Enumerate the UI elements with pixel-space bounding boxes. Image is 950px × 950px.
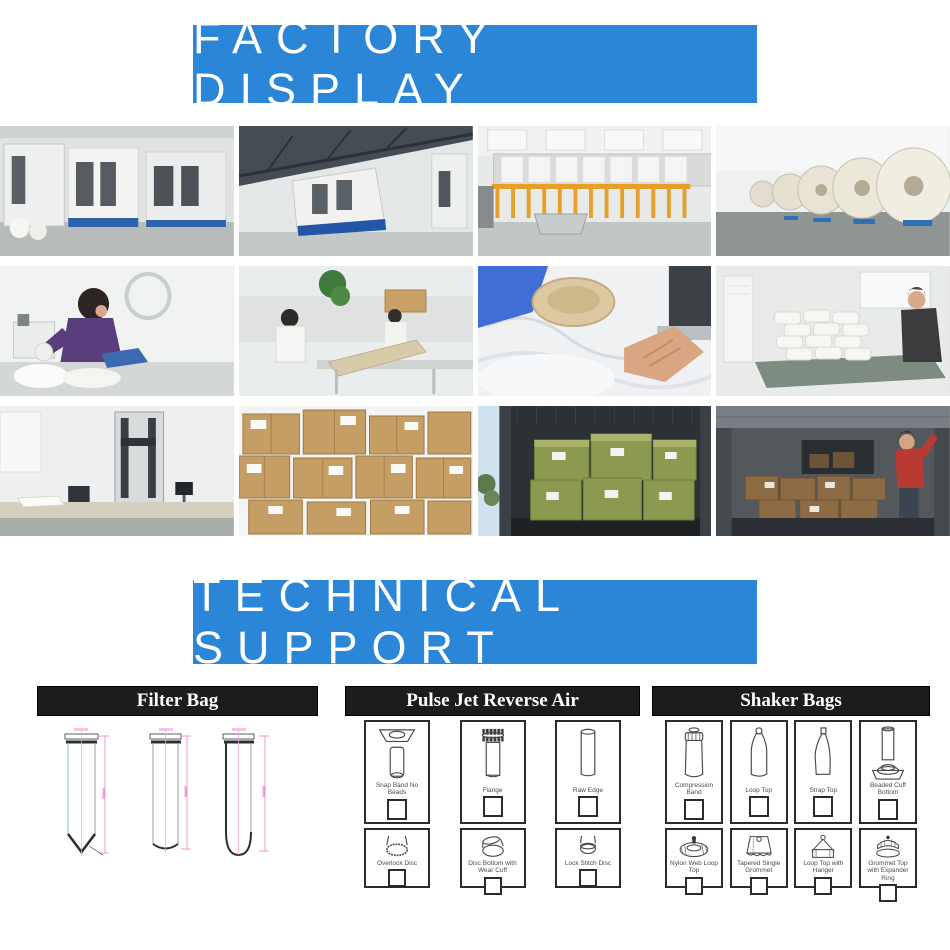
option-label: Lock Stitch Disc xyxy=(564,860,612,867)
grommet-top-expander-ring-diagram xyxy=(876,835,900,858)
drawing-pointed-bottom-bag xyxy=(64,728,109,856)
overlock-disc-diagram xyxy=(385,835,409,857)
option-lock-stitch-disc: Lock Stitch Disc xyxy=(555,828,621,888)
option-beaded-cuff-bottom: Beaded Cuff Bottom xyxy=(858,720,917,824)
option-checkbox xyxy=(483,876,502,895)
option-checkbox xyxy=(685,876,703,895)
option-loop-top: Loop Top xyxy=(729,720,788,824)
option-label: Flange xyxy=(482,786,503,794)
option-label: Grommet Top with Expander Ring xyxy=(867,860,909,882)
option-snap-band-no-beads: Snap Band No Beads xyxy=(364,720,430,824)
photo-testing-lab xyxy=(0,406,234,536)
factory-display-banner: FACTORY DISPLAY xyxy=(193,12,757,115)
strap-top-diagram xyxy=(814,727,832,775)
option-grommet-top-expander-ring: Grommet Top with Expander Ring xyxy=(858,828,917,903)
photo-container-green-bales xyxy=(477,406,712,536)
raw-edge-diagram xyxy=(580,728,596,777)
option-checkbox xyxy=(749,876,768,895)
factory-display-title: FACTORY DISPLAY xyxy=(193,12,502,115)
photo-carton-stacks xyxy=(238,406,473,536)
technical-support-banner: TECHNICAL SUPPORT xyxy=(193,570,757,673)
photo-container-loading xyxy=(716,406,950,536)
photo-fabric-rolls xyxy=(716,126,950,256)
shaker-bags-header: Shaker Bags xyxy=(652,686,930,716)
drawing-round-bottom-bag xyxy=(222,728,269,857)
pulse-jet-panel: Pulse Jet Reverse Air Snap Band No Beads xyxy=(345,686,640,895)
filter-bag-title: Filter Bag xyxy=(136,690,219,711)
option-nylon-web-loop-top: Nylon Web Loop Top xyxy=(665,828,723,895)
option-checkbox xyxy=(878,884,897,903)
option-tapered-single-grommet: Tapered Single Grommet xyxy=(729,828,788,895)
compression-band-diagram xyxy=(684,727,704,778)
option-flange: Flange xyxy=(459,720,526,824)
photo-workshop-floor-workers xyxy=(238,266,473,396)
disc-bottom-wear-cuff-diagram xyxy=(481,836,504,857)
option-checkbox xyxy=(748,796,769,817)
option-checkbox xyxy=(578,796,598,817)
option-label: Tapered Single Grommet xyxy=(736,860,781,875)
option-label: Snap Band No Beads xyxy=(375,782,419,797)
factory-photo-grid xyxy=(0,126,950,536)
pulse-jet-title: Pulse Jet Reverse Air xyxy=(406,690,579,711)
filter-bag-technical-drawings xyxy=(64,728,269,857)
option-label: Nylon Web Loop Top xyxy=(670,860,718,875)
option-label: Beaded Cuff Bottom xyxy=(869,782,906,797)
option-checkbox xyxy=(388,869,406,888)
photo-truss-roof-workshop xyxy=(238,126,473,256)
option-loop-top-with-hanger: Loop Top with Hanger xyxy=(794,828,853,895)
option-raw-edge: Raw Edge xyxy=(555,720,621,824)
option-checkbox xyxy=(482,796,503,817)
photo-sewing-closeup xyxy=(477,266,712,396)
photo-seamstress-sewing xyxy=(0,266,234,396)
option-checkbox xyxy=(877,798,898,820)
option-label: Compression Band xyxy=(674,782,714,797)
option-label: Loop Top xyxy=(745,786,772,794)
option-checkbox xyxy=(813,796,834,817)
option-label: Strap Top xyxy=(809,786,838,794)
filter-bag-header: Filter Bag xyxy=(37,686,318,716)
shaker-bags-panel: Shaker Bags Compression Band Loop Top xyxy=(652,686,930,903)
tapered-single-grommet-diagram xyxy=(745,836,772,857)
option-label: Raw Edge xyxy=(573,786,603,794)
pulse-jet-header: Pulse Jet Reverse Air xyxy=(345,686,640,716)
loop-top-diagram xyxy=(750,727,767,777)
option-label: Overlock Disc xyxy=(376,860,418,867)
shaker-bags-title: Shaker Bags xyxy=(740,690,842,711)
option-checkbox xyxy=(387,798,407,820)
filter-bag-panel: Filter Bag xyxy=(37,686,318,891)
drawing-flat-bottom-bag xyxy=(149,728,191,852)
photo-production-line-orange-railing xyxy=(477,126,712,256)
technical-support-title: TECHNICAL SUPPORT xyxy=(193,570,573,673)
option-strap-top: Strap Top xyxy=(794,720,853,824)
option-label: Disc Bottom with Wear Cuff xyxy=(468,860,517,875)
photo-bag-stacking xyxy=(716,266,950,396)
option-disc-bottom-wear-cuff: Disc Bottom with Wear Cuff xyxy=(459,828,526,895)
loop-top-with-hanger-diagram xyxy=(811,834,835,858)
beaded-cuff-bottom-diagram xyxy=(871,726,905,780)
option-label: Loop Top with Hanger xyxy=(803,860,844,875)
option-checkbox xyxy=(814,876,833,895)
option-overlock-disc: Overlock Disc xyxy=(364,828,430,888)
photo-machinery-hall xyxy=(0,126,234,256)
lock-stitch-disc-diagram xyxy=(580,835,596,855)
option-checkbox xyxy=(579,869,597,888)
flange-diagram xyxy=(481,728,504,778)
nylon-web-loop-top-diagram xyxy=(679,836,709,858)
option-checkbox xyxy=(684,798,704,820)
option-compression-band: Compression Band xyxy=(665,720,723,824)
snap-band-diagram xyxy=(378,729,416,779)
